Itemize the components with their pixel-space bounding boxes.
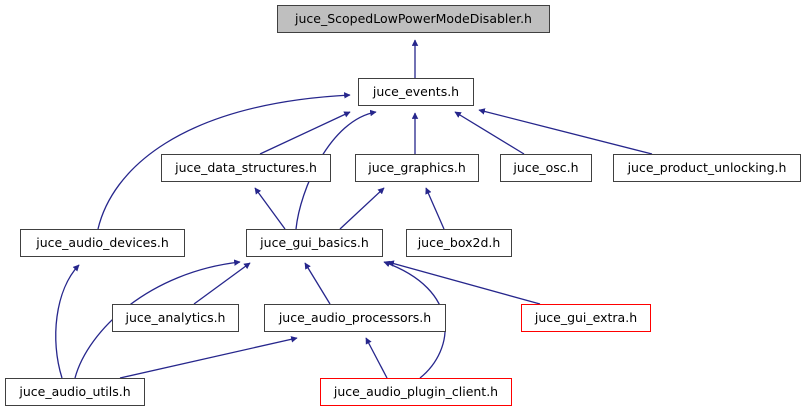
edge-gui-basics-to-graphics (339, 187, 385, 230)
node-label: juce_audio_utils.h (19, 383, 131, 399)
node-label: juce_graphics.h (368, 159, 466, 175)
edge-analytics-to-gui-basics (193, 262, 251, 305)
node-label: juce_osc.h (513, 159, 579, 175)
node-juce-product-unlocking[interactable]: juce_product_unlocking.h (613, 154, 801, 182)
edge-gui-extra-to-gui-basics (387, 260, 541, 305)
node-label: juce_events.h (372, 83, 460, 99)
node-juce-audio-plugin-client[interactable]: juce_audio_plugin_client.h (320, 378, 512, 406)
node-label: juce_audio_plugin_client.h (333, 383, 499, 399)
node-juce-gui-extra[interactable]: juce_gui_extra.h (521, 304, 651, 332)
node-label: juce_audio_processors.h (278, 309, 432, 325)
node-label: juce_analytics.h (125, 309, 226, 325)
node-juce-audio-devices[interactable]: juce_audio_devices.h (20, 229, 185, 257)
edge-gui-basics-to-data-structures (254, 187, 286, 230)
edge-audio-processors-to-gui-basics (304, 262, 331, 305)
edge-product-unlocking-to-events (478, 108, 653, 155)
node-juce-scoped-low-power-mode-disabler[interactable]: juce_ScopedLowPowerModeDisabler.h (277, 5, 550, 33)
node-juce-graphics[interactable]: juce_graphics.h (355, 154, 479, 182)
node-label: juce_ScopedLowPowerModeDisabler.h (295, 10, 532, 26)
node-label: juce_data_structures.h (175, 159, 317, 175)
node-label: juce_gui_extra.h (534, 309, 638, 325)
edge-audio-plugin-client-to-audio-processors (365, 337, 388, 379)
node-juce-events[interactable]: juce_events.h (358, 78, 474, 106)
edge-osc-to-events (454, 111, 525, 155)
node-label: juce_box2d.h (417, 234, 501, 250)
node-label: juce_audio_devices.h (36, 234, 169, 250)
edge-audio-utils-to-audio-devices (55, 264, 80, 379)
node-juce-data-structures[interactable]: juce_data_structures.h (161, 154, 331, 182)
node-label: juce_product_unlocking.h (627, 159, 787, 175)
node-juce-gui-basics[interactable]: juce_gui_basics.h (246, 229, 383, 257)
node-juce-analytics[interactable]: juce_analytics.h (112, 304, 239, 332)
edge-audio-devices-to-events (97, 92, 351, 230)
node-juce-audio-utils[interactable]: juce_audio_utils.h (5, 378, 145, 406)
edge-box2d-to-graphics (425, 187, 445, 230)
node-juce-osc[interactable]: juce_osc.h (500, 154, 592, 182)
node-juce-box2d[interactable]: juce_box2d.h (406, 229, 512, 257)
node-juce-audio-processors[interactable]: juce_audio_processors.h (264, 304, 446, 332)
node-label: juce_gui_basics.h (260, 234, 369, 250)
edge-data-structures-to-events (259, 111, 351, 155)
edge-audio-utils-to-audio-processors (119, 336, 298, 379)
